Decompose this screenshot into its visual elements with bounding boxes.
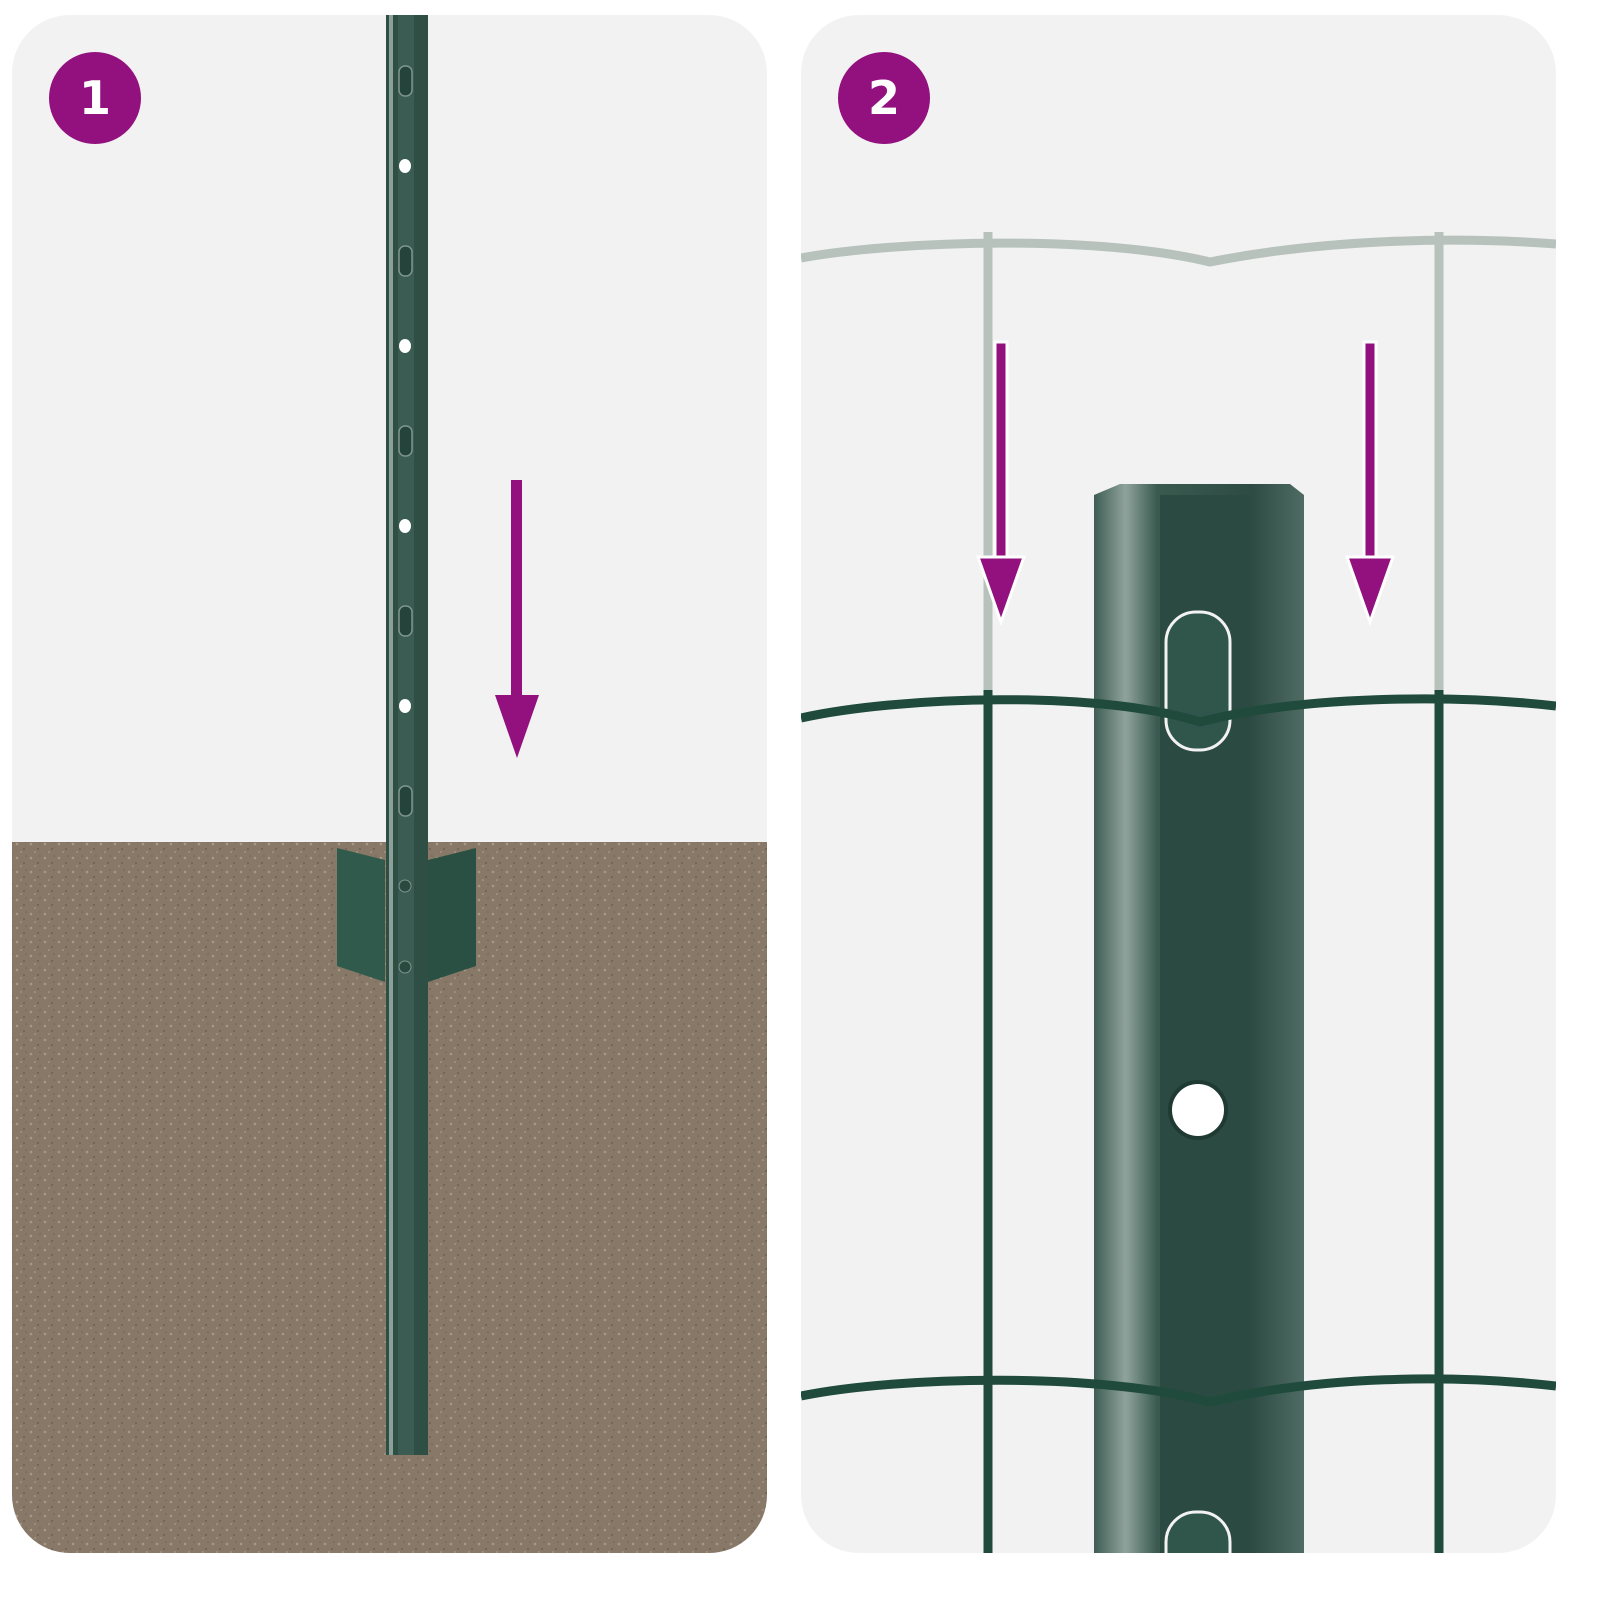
step-badge-2: 2: [838, 52, 930, 144]
mesh-light: [801, 232, 1556, 690]
arrow-down-icon: [975, 340, 1396, 627]
step-2-panel: [801, 15, 1556, 1553]
step-badge-1: 1: [49, 52, 141, 144]
arrow-down-icon: [495, 480, 539, 758]
mesh-dark: [801, 690, 1556, 1553]
step-1-panel: [12, 15, 767, 1553]
step-number: 1: [78, 71, 111, 125]
t-post-closeup: [1094, 484, 1304, 1553]
t-post: [337, 15, 476, 1455]
step-number: 2: [867, 71, 900, 125]
